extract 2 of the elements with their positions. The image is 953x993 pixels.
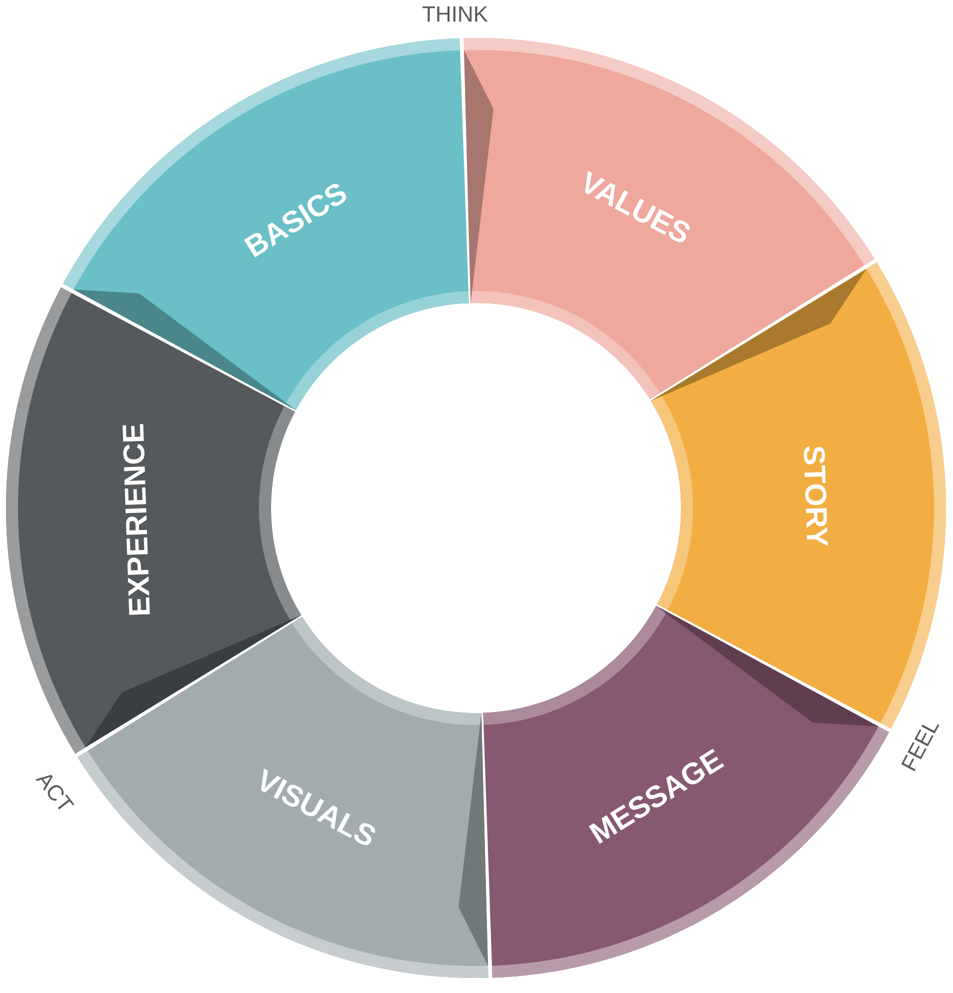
stage-label: THINK <box>422 6 488 22</box>
stage-label: ACT <box>36 774 74 810</box>
